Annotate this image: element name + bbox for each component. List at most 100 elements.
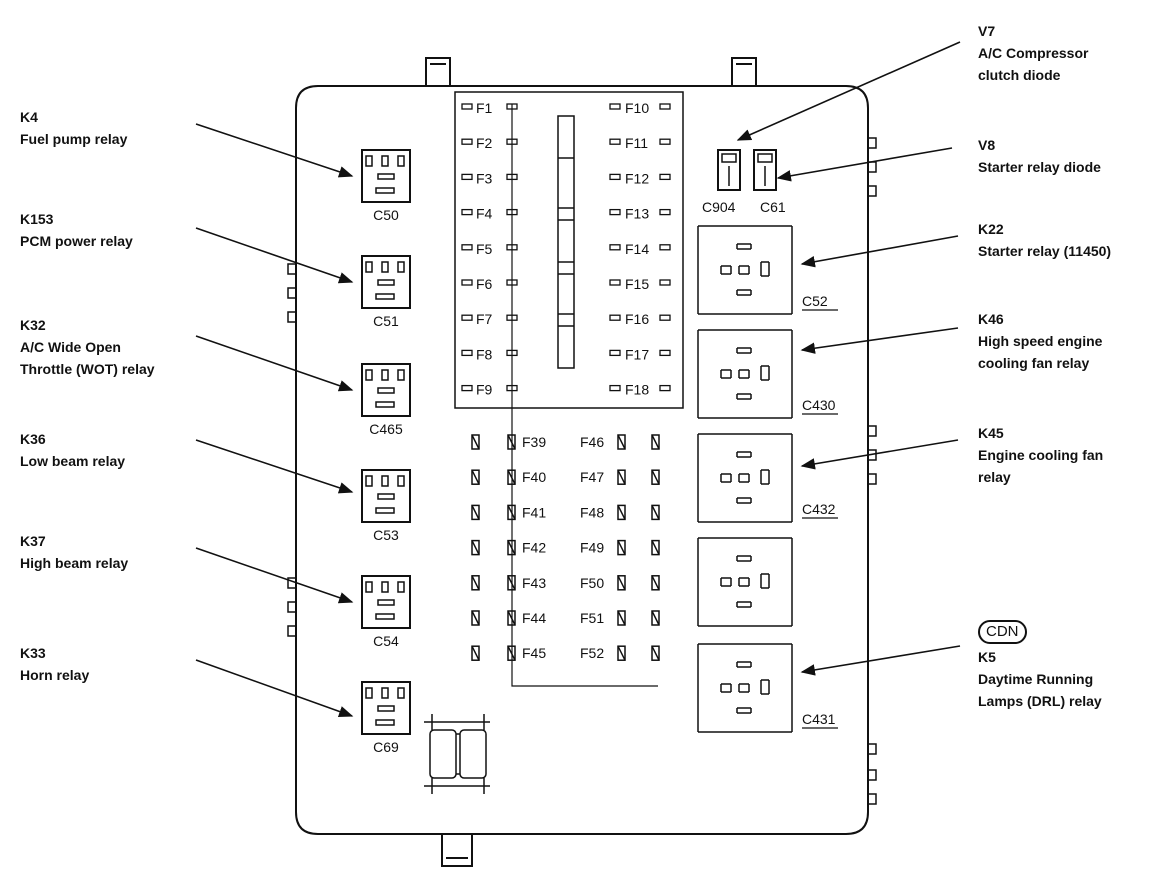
fuse-label-F51: F51 xyxy=(580,610,604,626)
fuse-label-F43: F43 xyxy=(522,575,546,591)
maxi-fuse-F42-a xyxy=(471,539,480,556)
fuse-terminal-F16-b xyxy=(659,314,671,321)
fuse-terminal-F15-b xyxy=(659,279,671,286)
callout-code: V7 xyxy=(978,23,996,39)
fuse-terminal-F9 xyxy=(461,384,473,392)
fuse-label-F13: F13 xyxy=(625,206,649,222)
callout-code: K37 xyxy=(20,533,46,549)
callout-arrow-k153 xyxy=(195,227,354,284)
relay-socket-C431 xyxy=(697,643,793,733)
fuse-label-F42: F42 xyxy=(522,540,546,556)
fuse-label-F9: F9 xyxy=(476,382,493,398)
diode-socket-C61 xyxy=(753,149,777,191)
relay-label-C431: C431 xyxy=(802,711,836,727)
fuse-label-F10: F10 xyxy=(625,100,649,116)
maxi-fuse-F50-b xyxy=(651,575,660,591)
callout-code: K4 xyxy=(20,109,38,125)
fuse-terminal-F13-b xyxy=(659,208,671,216)
fuse-terminal-F3 xyxy=(461,173,473,181)
bottom-connector xyxy=(424,714,490,794)
relay-socket-C53 xyxy=(361,469,411,523)
relay-label-C465: C465 xyxy=(369,421,403,437)
callout-code: K32 xyxy=(20,317,46,333)
callout-arrow-k37 xyxy=(195,547,354,604)
callout-description: clutch diode xyxy=(978,67,1061,83)
callout-arrow-k33 xyxy=(195,659,354,718)
fuse-terminal-F18 xyxy=(609,384,621,392)
fuse-label-F14: F14 xyxy=(625,241,649,257)
maxi-fuse-F45-b xyxy=(507,645,516,661)
fuse-terminal-F12 xyxy=(609,173,621,181)
maxi-fuse-F46-a xyxy=(617,434,626,450)
fuse-terminal-F16 xyxy=(609,314,621,321)
fuse-terminal-F12-b xyxy=(659,173,671,181)
maxi-fuse-F50-a xyxy=(617,575,626,591)
fuse-label-F8: F8 xyxy=(476,346,493,362)
fuse-label-F49: F49 xyxy=(580,540,604,556)
fuse-terminal-F13 xyxy=(609,208,621,216)
callout-description: Engine cooling fan xyxy=(978,447,1104,463)
relay-label-C54: C54 xyxy=(373,633,399,649)
maxi-fuse-F40-a xyxy=(471,469,480,485)
bus-bar-line xyxy=(511,104,658,687)
fuse-label-F5: F5 xyxy=(476,241,493,257)
callout-code: K36 xyxy=(20,431,46,447)
fuse-terminal-F4-b xyxy=(506,208,518,216)
mounting-tab xyxy=(441,833,473,867)
callout-arrow-v8 xyxy=(776,147,953,182)
fuse-terminal-F8 xyxy=(461,349,473,357)
fuse-terminal-F5 xyxy=(461,244,473,251)
maxi-fuse-F45-a xyxy=(471,645,480,661)
fuse-terminal-F1 xyxy=(461,103,473,110)
fuse-terminal-F2 xyxy=(461,138,473,145)
callout-description: relay xyxy=(978,469,1011,485)
mounting-tab xyxy=(731,57,757,87)
relay-socket-C54 xyxy=(361,575,411,629)
diode-label-C904: C904 xyxy=(702,199,736,215)
maxi-fuse-F39-a xyxy=(471,434,480,450)
maxi-fuse-F42-b xyxy=(507,539,516,556)
fuse-label-F18: F18 xyxy=(625,382,649,398)
maxi-fuse-F52-b xyxy=(651,645,660,661)
mini-fuse-panel xyxy=(454,91,684,409)
maxi-fuse-F51-b xyxy=(651,610,660,626)
diode-socket-C904 xyxy=(717,149,741,191)
fuse-label-F40: F40 xyxy=(522,469,546,485)
fuse-strip xyxy=(557,115,575,369)
maxi-fuse-F41-a xyxy=(471,504,480,521)
fuse-terminal-F11 xyxy=(609,138,621,145)
fuse-terminal-F1-b xyxy=(506,103,518,110)
fuse-label-F47: F47 xyxy=(580,469,604,485)
callout-arrow-k46 xyxy=(800,327,959,354)
fuse-label-F44: F44 xyxy=(522,610,546,626)
callout-code: K45 xyxy=(978,425,1004,441)
fuse-terminal-F7 xyxy=(461,314,473,321)
relay-label-C51: C51 xyxy=(373,313,399,329)
callout-description: A/C Compressor xyxy=(978,45,1089,61)
callout-arrow-k45 xyxy=(800,439,959,470)
fuse-terminal-F6-b xyxy=(506,279,518,286)
callout-code: K5 xyxy=(978,649,996,665)
fuse-label-F52: F52 xyxy=(580,645,604,661)
fuse-terminal-F11-b xyxy=(659,138,671,145)
callout-code: K153 xyxy=(20,211,54,227)
fuse-terminal-F17-b xyxy=(659,349,671,357)
fuse-terminal-F17 xyxy=(609,349,621,357)
maxi-fuse-F49-b xyxy=(651,539,660,556)
maxi-fuse-F47-a xyxy=(617,469,626,485)
callout-description: Daytime Running xyxy=(978,671,1094,687)
fuse-terminal-F10-b xyxy=(659,103,671,110)
callout-description: Throttle (WOT) relay xyxy=(20,361,155,377)
callout-arrow-v7 xyxy=(736,41,961,141)
fuse-terminal-F15 xyxy=(609,279,621,286)
fuse-terminal-F6 xyxy=(461,279,473,286)
